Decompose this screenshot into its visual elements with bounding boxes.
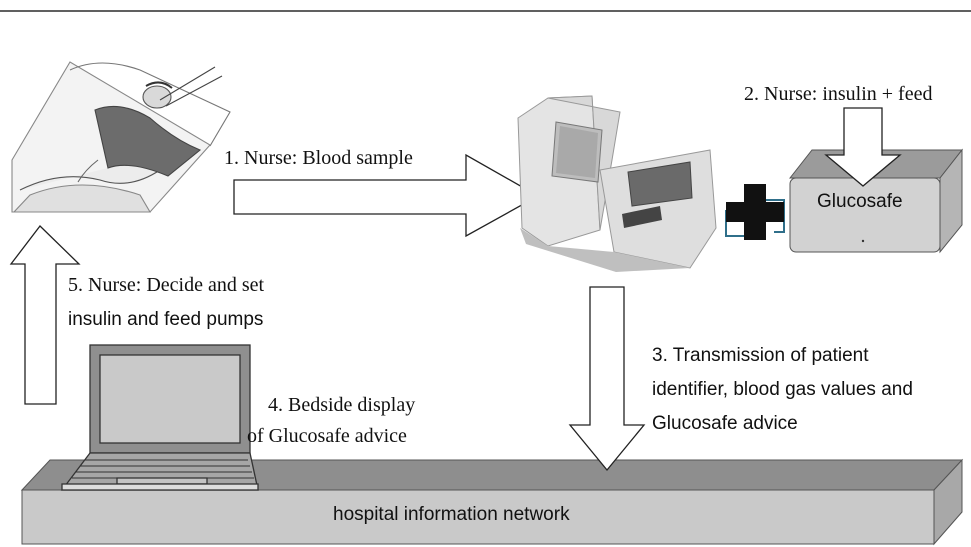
label-step3-line2: identifier, blood gas values and — [652, 379, 913, 400]
arrow-transmission — [568, 286, 646, 472]
label-step3-line3: Glucosafe advice — [652, 413, 798, 434]
label-step2-insulin-feed: 2. Nurse: insulin + feed — [744, 83, 933, 105]
label-step3-line1: 3. Transmission of patient — [652, 345, 869, 366]
label-network: hospital information network — [333, 504, 570, 525]
medical-cross-icon — [725, 184, 785, 240]
blood-gas-analyzer-icon — [517, 95, 717, 272]
label-step5-line1: 5. Nurse: Decide and set — [68, 274, 265, 296]
patient-in-bed-icon — [11, 61, 231, 213]
label-step1-blood-sample: 1. Nurse: Blood sample — [224, 147, 413, 169]
arrow-insulin-feed — [824, 107, 902, 187]
label-step5-line2: insulin and feed pumps — [68, 309, 264, 330]
arrow-decide-set-pumps — [9, 225, 81, 405]
arrow-blood-sample — [233, 153, 540, 238]
label-step4-line2: of Glucosafe advice — [247, 425, 407, 447]
laptop-icon — [60, 344, 259, 491]
label-glucosafe-box: Glucosafe — [817, 191, 903, 212]
label-step4-line1: 4. Bedside display — [268, 394, 416, 416]
